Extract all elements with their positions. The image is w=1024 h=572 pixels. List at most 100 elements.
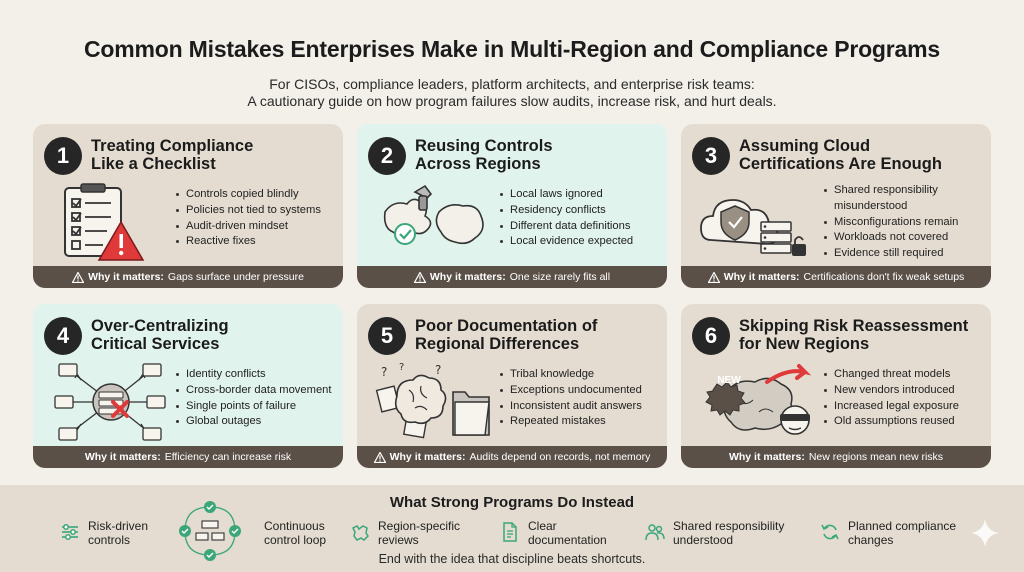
- bullet: Increased legal exposure: [824, 399, 989, 415]
- why-text: Audits depend on records, not memory: [469, 451, 651, 463]
- card-title: Poor Documentation of Regional Differenc…: [415, 317, 598, 353]
- why-label: Why it matters:: [84, 451, 161, 463]
- bullet: Inconsistent audit answers: [500, 399, 665, 415]
- why-label: Why it matters:: [723, 271, 800, 283]
- bullet: Controls copied blindly: [176, 187, 341, 203]
- card-bullets: Local laws ignored Residency conflicts D…: [500, 187, 665, 250]
- mistake-card-5: 5 Poor Documentation of Regional Differe…: [357, 304, 667, 468]
- card-number: 2: [368, 137, 406, 175]
- card-bullets: Tribal knowledge Exceptions undocumented…: [500, 367, 665, 430]
- card-number: 1: [44, 137, 82, 175]
- mistake-card-2: 2 Reusing Controls Across Regions Local …: [357, 124, 667, 288]
- card-number: 3: [692, 137, 730, 175]
- section-title: What Strong Programs Do Instead: [389, 494, 635, 511]
- bullet: Different data definitions: [500, 219, 665, 235]
- bullet: Residency conflicts: [500, 203, 665, 219]
- why-label: Why it matters:: [728, 451, 805, 463]
- warning-icon: [707, 271, 720, 283]
- regions-map-icon: [383, 184, 484, 245]
- why-it-matters-bar: Why it matters: New regions mean new ris…: [681, 446, 991, 468]
- why-label: Why it matters:: [429, 271, 506, 283]
- card-title: Reusing Controls Across Regions: [415, 137, 553, 173]
- warning-icon: [72, 271, 85, 283]
- bullet: Single points of failure: [176, 399, 341, 415]
- central-server-failure-icon: [54, 363, 166, 441]
- bullet: Repeated mistakes: [500, 414, 665, 430]
- why-it-matters-bar: Why it matters: Audits depend on records…: [357, 446, 667, 468]
- subtitle-line-1: For CISOs, compliance leaders, platform …: [269, 76, 755, 92]
- card-number: 6: [692, 317, 730, 355]
- why-it-matters-bar: Why it matters: One size rarely fits all: [357, 266, 667, 288]
- bullet: Tribal knowledge: [500, 367, 665, 383]
- card-number: 5: [368, 317, 406, 355]
- bullet: Workloads not covered: [824, 230, 989, 246]
- why-it-matters-bar: Why it matters: Gaps surface under press…: [33, 266, 343, 288]
- checklist-warning-icon: [64, 183, 145, 261]
- bullet: Evidence still required: [824, 246, 989, 262]
- new-badge-label: NEW: [717, 375, 741, 386]
- card-bullets: Changed threat models New vendors introd…: [824, 367, 989, 430]
- warning-icon: [373, 451, 386, 463]
- page-subtitle: For CISOs, compliance leaders, platform …: [0, 76, 1024, 110]
- card-number: 4: [44, 317, 82, 355]
- bullet: Shared responsibility: [824, 183, 989, 199]
- bullet: Misconfigurations remain: [824, 215, 989, 231]
- why-label: Why it matters:: [389, 451, 466, 463]
- mistake-card-6: 6 Skipping Risk Reassessment for New Reg…: [681, 304, 991, 468]
- why-text: Gaps surface under pressure: [167, 271, 304, 283]
- blindfold-map-icon: [705, 364, 812, 435]
- new-badge: [705, 381, 746, 416]
- strong-programs-section: What Strong Programs Do Instead Risk-dri…: [0, 485, 1024, 572]
- mistake-card-3: 3 Assuming Cloud Certifications Are Enou…: [681, 124, 991, 288]
- bullet: Reactive fixes: [176, 234, 341, 250]
- card-bullets: Identity conflicts Cross-border data mov…: [176, 367, 341, 430]
- bullet: New vendors introduced: [824, 383, 989, 399]
- svg-text:?: ?: [435, 363, 441, 377]
- bullet: Identity conflicts: [176, 367, 341, 383]
- why-text: Certifications don't fix weak setups: [803, 271, 965, 283]
- bullet: Global outages: [176, 414, 341, 430]
- why-label: Why it matters:: [88, 271, 164, 283]
- card-title: Skipping Risk Reassessment for New Regio…: [739, 317, 969, 353]
- mistake-card-1: 1 Treating Compliance Like a Checklist C…: [33, 124, 343, 288]
- why-text: One size rarely fits all: [509, 271, 611, 283]
- bullet: Audit-driven mindset: [176, 219, 341, 235]
- sliders-icon: [62, 524, 78, 540]
- people-icon: [645, 524, 665, 541]
- card-title: Over-Centralizing Critical Services: [91, 317, 229, 353]
- mistake-card-4: 4 Over-Centralizing Critical Services Id…: [33, 304, 343, 468]
- control-loop-icon: [179, 501, 241, 561]
- page-title: Common Mistakes Enterprises Make in Mult…: [84, 36, 940, 62]
- bullet: Changed threat models: [824, 367, 989, 383]
- bullet-continuation: misunderstood: [834, 199, 908, 212]
- why-it-matters-bar: Why it matters: Efficiency can increase …: [33, 446, 343, 468]
- refresh-icon: [821, 524, 839, 540]
- cloud-shield-icon: [700, 199, 806, 256]
- card-title: Assuming Cloud Certifications Are Enough: [739, 137, 942, 173]
- region-map-icon: [351, 525, 369, 541]
- bullet: Old assumptions reused: [824, 414, 989, 430]
- why-it-matters-bar: Why it matters: Certifications don't fix…: [681, 266, 991, 288]
- svg-text:?: ?: [381, 365, 387, 379]
- subtitle-line-2: A cautionary guide on how program failur…: [247, 93, 777, 109]
- warning-icon: [413, 271, 426, 283]
- why-text: New regions mean new risks: [808, 451, 944, 463]
- card-title: Treating Compliance Like a Checklist: [91, 137, 254, 173]
- bullet: Cross-border data movement: [176, 383, 341, 399]
- why-text: Efficiency can increase risk: [164, 451, 292, 463]
- card-bullets: Shared responsibility misunderstood Misc…: [824, 183, 989, 262]
- bullet: Policies not tied to systems: [176, 203, 341, 219]
- bullet: Local evidence expected: [500, 234, 665, 250]
- sparkle-icon: [971, 519, 999, 547]
- closing-note: End with the idea that discipline beats …: [378, 552, 646, 566]
- document-icon: [503, 522, 517, 542]
- card-bullets: Controls copied blindly Policies not tie…: [176, 187, 341, 250]
- brain-folder-icon: ? ? ?: [375, 362, 490, 439]
- svg-text:?: ?: [399, 362, 404, 373]
